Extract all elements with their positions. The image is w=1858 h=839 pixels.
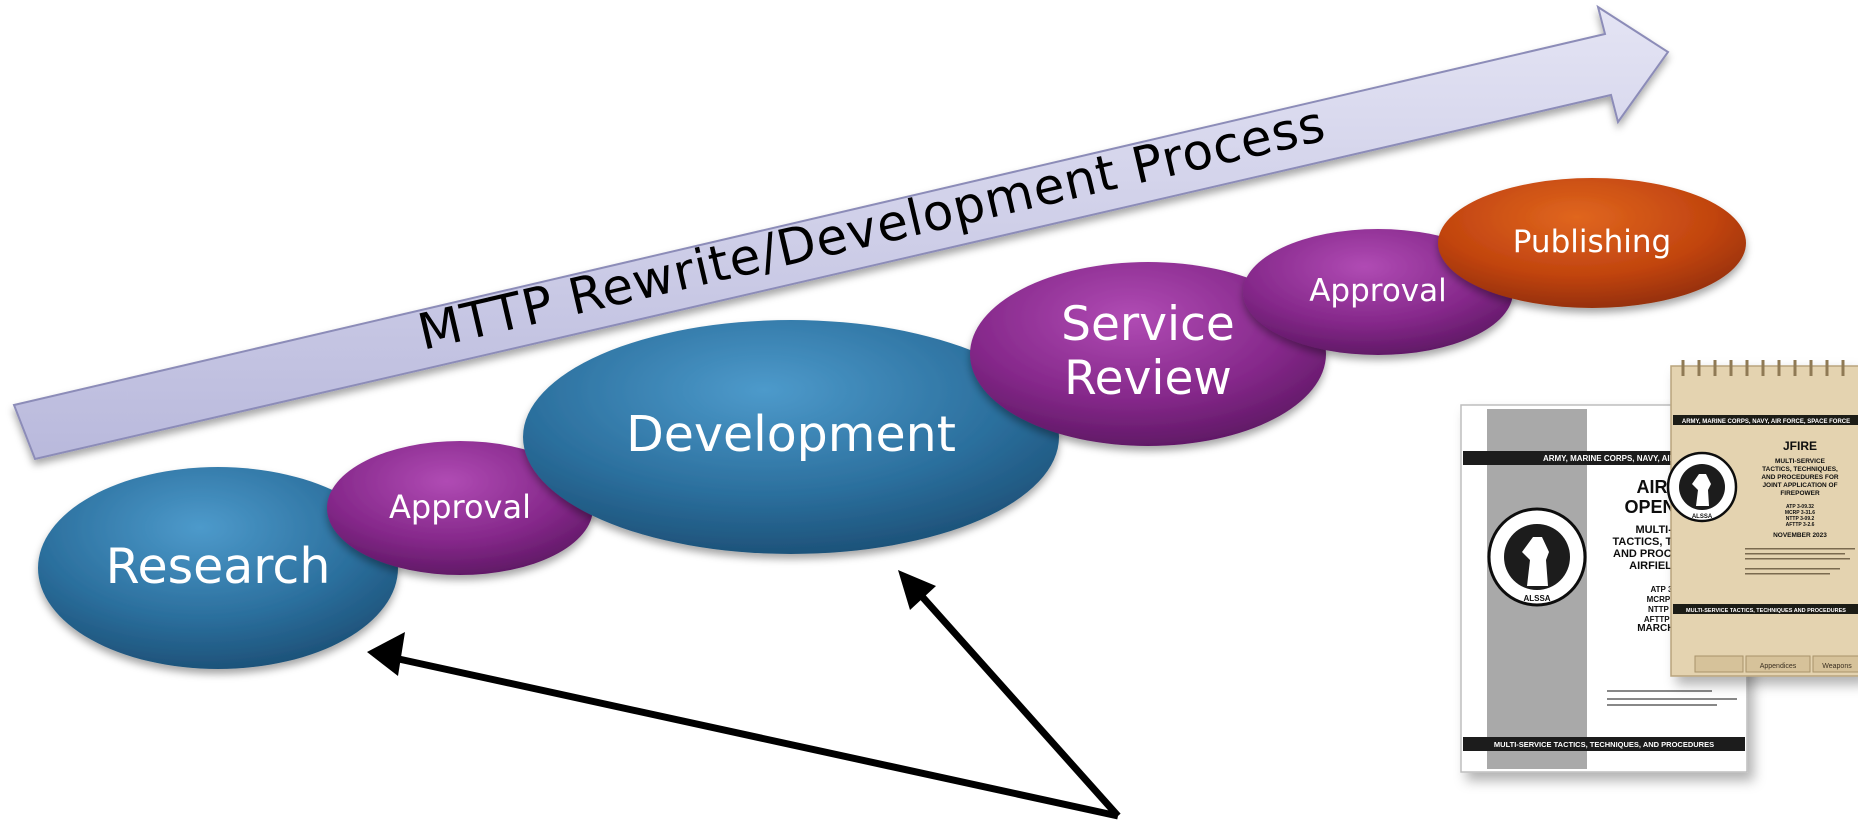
doc-front-date: NOVEMBER 2023 [1773,532,1827,539]
doc-front-sub-1: MULTI-SERVICE [1775,458,1826,465]
doc-front-tab-appendices: Appendices [1760,663,1797,670]
document-jfire: ARMY, MARINE CORPS, NAVY, AIR FORCE, SPA… [1666,360,1858,677]
stage-service-review-label-line1: Service [1061,297,1235,352]
pointer-arrowhead-development [898,570,936,610]
stage-research-label: Research [106,538,331,595]
stage-service-review: Service Review [970,262,1326,446]
stage-approval-1-label: Approval [389,488,531,526]
doc-front-title: JFIRE [1783,439,1817,453]
doc-back-pub-4: AFTTP 3 [1644,615,1677,624]
doc-front-pub-2: MCRP 3-31.6 [1785,510,1815,516]
doc-front-footer: MULTI-SERVICE TACTICS, TECHNIQUES AND PR… [1686,608,1846,614]
stage-publishing: Publishing [1438,178,1746,308]
doc-back-pub-2: MCRP 3- [1647,595,1680,604]
stage-approval-1: Approval [327,441,593,575]
doc-back-sub-2: TACTICS, TEC [1613,536,1688,548]
doc-back-pub-1: ATP 3-1 [1650,585,1680,594]
stage-service-review-label-line2: Review [1064,351,1232,406]
doc-back-sub-3: AND PROCED [1613,548,1687,560]
doc-front-sub-4: JOINT APPLICATION OF [1762,482,1837,489]
doc-front-header: ARMY, MARINE CORPS, NAVY, AIR FORCE, SPA… [1682,419,1850,425]
doc-front-sub-5: FIREPOWER [1780,490,1820,497]
pointer-arrows [367,570,1121,820]
doc-front-pub-4: AFTTP 3-2.6 [1786,522,1815,528]
doc-front-sub-3: AND PROCEDURES FOR [1761,474,1839,481]
doc-back-pub-3: NTTP 3- [1648,605,1678,614]
doc-front-sub-2: TACTICS, TECHNIQUES, [1762,466,1838,473]
pointer-arrow-development [915,589,1121,819]
pointer-arrowhead-research [367,632,405,676]
stage-research: Research [38,467,398,669]
spiral-binding [1681,360,1845,376]
stage-development: Development [523,320,1059,554]
stage-development-label: Development [626,406,956,463]
doc-back-title-2: OPEN [1624,497,1675,517]
stage-publishing-label: Publishing [1513,224,1671,260]
doc-back-header: ARMY, MARINE CORPS, NAVY, AIR FORCE, SPA… [1543,454,1738,463]
doc-front-tabs: Appendices Weapons [1694,655,1858,673]
doc-back-footer: MULTI-SERVICE TACTICS, TECHNIQUES, AND P… [1494,740,1714,749]
doc-front-tab-weapons: Weapons [1822,663,1852,670]
doc-front-pub-3: NTTP 3-09.2 [1786,516,1815,522]
doc-back-seal-abbr: ALSSA [1523,594,1550,603]
doc-front-seal-abbr: ALSSA [1692,514,1713,520]
doc-back-date: MARCH 2 [1637,623,1683,634]
doc-front-pub-1: ATP 3-09.32 [1786,504,1814,510]
pointer-arrow-research [384,652,1119,820]
stage-approval-2-label: Approval [1309,273,1447,309]
